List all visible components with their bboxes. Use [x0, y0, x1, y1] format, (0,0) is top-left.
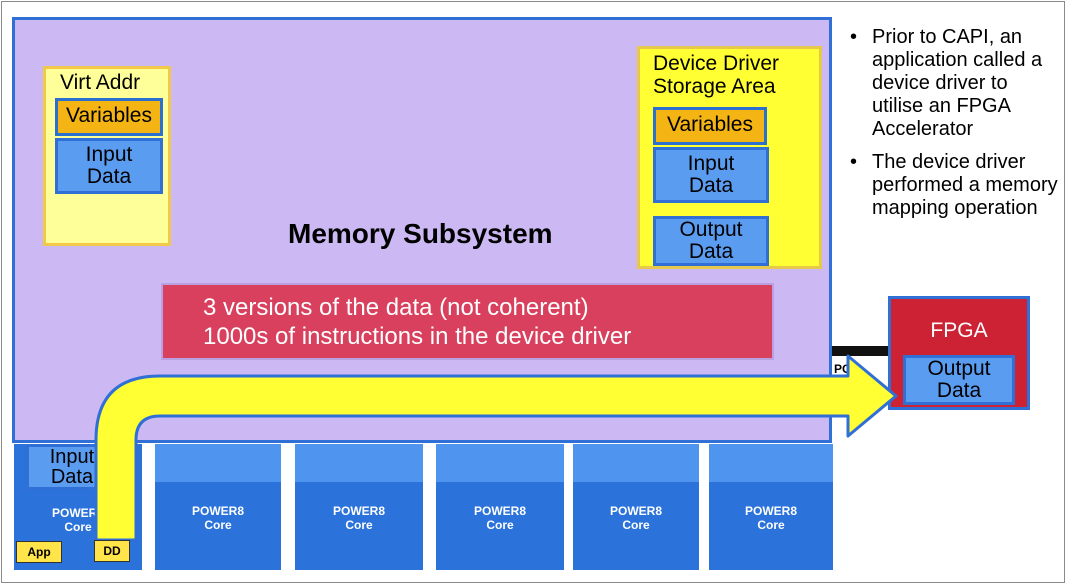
device-driver-output-data: Output Data — [653, 216, 769, 266]
power8-core-5: POWER8 Core — [573, 444, 699, 570]
virt-addr-variables: Variables — [55, 98, 163, 136]
power8-core-2: POWER8 Core — [155, 444, 281, 570]
core-6-label: POWER8 Core — [744, 504, 797, 532]
memory-subsystem-title: Memory Subsystem — [288, 218, 553, 249]
fpga-accelerator: FPGA Output Data — [888, 296, 1030, 410]
dd-tag: DD — [94, 540, 130, 562]
core-2-label: POWER8 Core — [191, 504, 244, 532]
arrow-shape — [94, 354, 898, 542]
core-2-top — [155, 444, 281, 482]
core-3-top — [295, 444, 423, 482]
coherence-note-line-2: 1000s of instructions in the device driv… — [203, 323, 632, 350]
fpga-label: FPGA — [930, 319, 988, 342]
core-4-top — [436, 444, 564, 482]
core-4-label: POWER8 Core — [473, 504, 526, 532]
power8-core-3: POWER8 Core — [295, 444, 423, 570]
app-tag: App — [16, 541, 62, 563]
core-1-label: POWER8 Core — [51, 506, 104, 534]
bullet-item: •Prior to CAPI, an application called a … — [850, 26, 1043, 140]
fpga-output-data: Output Data — [903, 355, 1015, 405]
virt-addr-input-data: Input Data — [55, 138, 163, 194]
core-5-top — [573, 444, 699, 482]
device-driver-variables: Variables — [653, 107, 767, 145]
memory-subsystem: Virt Addr Variables Input Data Device Dr… — [12, 17, 832, 443]
device-driver-label: Device Driver Storage Area — [653, 52, 780, 98]
coherence-note-line-1: 3 versions of the data (not coherent) — [203, 294, 589, 321]
virt-addr-label: Virt Addr — [60, 71, 141, 94]
virt-addr-panel: Virt Addr Variables Input Data — [43, 66, 171, 246]
core-3-label: POWER8 Core — [332, 504, 385, 532]
device-driver-input-data: Input Data — [653, 147, 769, 203]
power8-core-4: POWER8 Core — [436, 444, 564, 570]
power8-core-6: POWER8 Core — [709, 444, 833, 570]
device-driver-panel: Device Driver Storage Area Variables Inp… — [637, 46, 822, 269]
core-6-top — [709, 444, 833, 482]
coherence-note: 3 versions of the data (not coherent) 10… — [161, 283, 774, 360]
core-5-label: POWER8 Core — [609, 504, 662, 532]
bullet-list: •Prior to CAPI, an application called a … — [850, 26, 1060, 230]
bullet-item: •The device driver performed a memory ma… — [850, 151, 1058, 219]
pc-bus — [832, 346, 892, 356]
